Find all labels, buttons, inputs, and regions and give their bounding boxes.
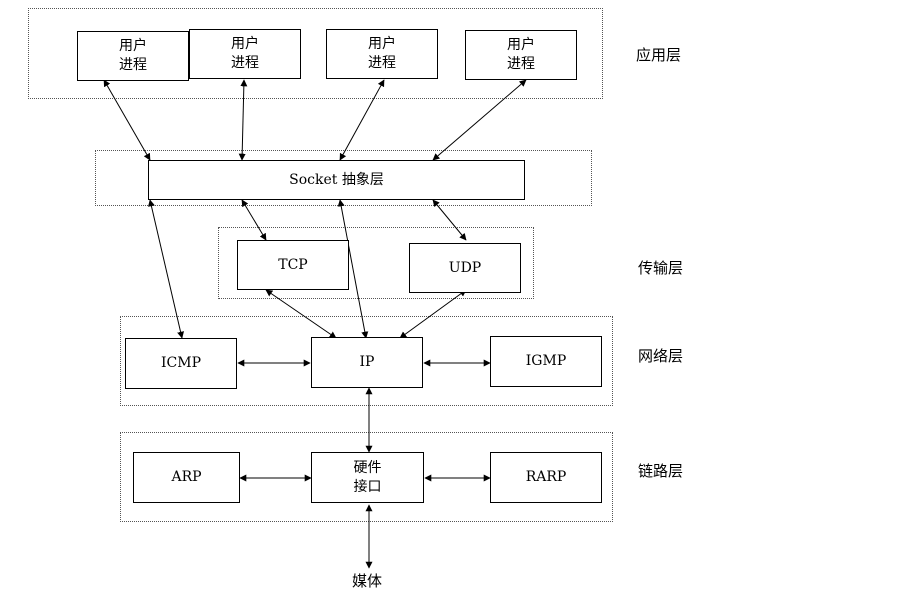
igmp-box: IGMP (490, 336, 602, 387)
user-process-4: 用户进程 (465, 30, 577, 80)
arp-box: ARP (133, 452, 240, 503)
user-process-1: 用户进程 (77, 31, 189, 81)
user-process-3: 用户进程 (326, 29, 438, 79)
tcp-box: TCP (237, 240, 349, 290)
edge-socket-udp (432, 199, 467, 241)
application-layer-zone (28, 8, 603, 99)
media-label: 媒体 (352, 572, 383, 590)
edge-socket-icmp (148, 199, 184, 339)
rarp-box: RARP (490, 452, 602, 503)
edge-user4-socket (432, 79, 527, 161)
edge-user3-socket (339, 79, 385, 161)
transport-layer-zone (218, 227, 534, 299)
user-process-2: 用户进程 (189, 29, 301, 79)
edge-tcp-ip (265, 289, 337, 339)
user-process-1-line2: 进程 (119, 57, 147, 73)
user-process-4-line2: 进程 (507, 56, 535, 72)
layer-label-application: 应用层 (636, 46, 682, 64)
layer-label-network: 网络层 (638, 347, 684, 365)
ip-box: IP (311, 337, 423, 388)
edge-socket-ip (337, 199, 369, 339)
edge-socket-tcp (241, 199, 267, 241)
user-process-3-line2: 进程 (368, 55, 396, 71)
user-process-3-line1: 用户 (368, 36, 396, 52)
user-process-2-line2: 进程 (231, 55, 259, 71)
edge-udp-ip (399, 289, 467, 339)
user-process-1-line1: 用户 (119, 38, 147, 54)
hardware-interface-box: 硬件接口 (311, 452, 424, 503)
icmp-box: ICMP (125, 338, 237, 389)
user-process-2-line1: 用户 (231, 36, 259, 52)
layer-label-transport: 传输层 (638, 259, 684, 277)
hardware-interface-line2: 接口 (353, 478, 382, 495)
socket-abstraction-box: Socket 抽象层 (148, 160, 525, 200)
user-process-4-line1: 用户 (507, 37, 535, 53)
udp-box: UDP (409, 243, 521, 293)
layer-label-link: 链路层 (638, 462, 684, 480)
hardware-interface-line1: 硬件 (353, 459, 382, 476)
edge-user1-socket (103, 79, 151, 161)
edge-user2-socket (238, 79, 248, 161)
